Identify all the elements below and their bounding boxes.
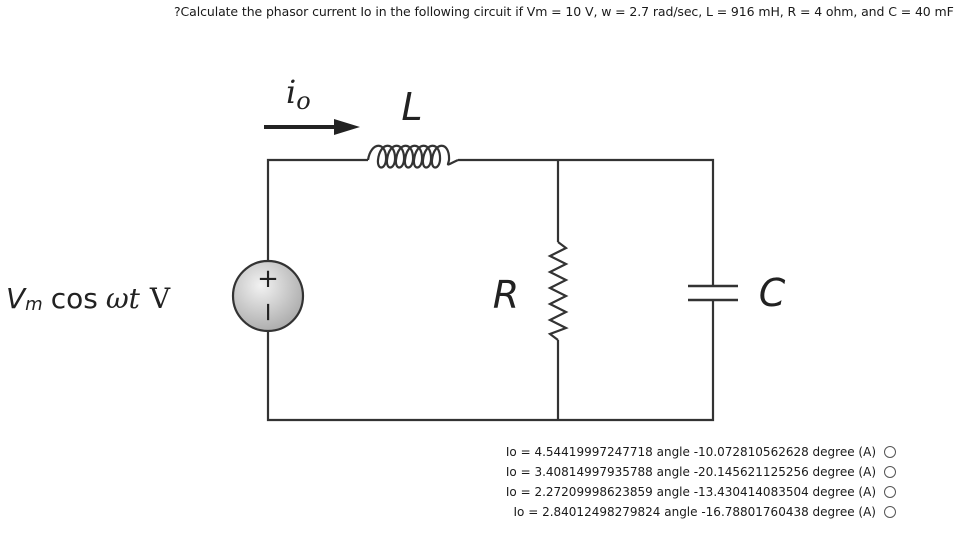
wire-top-right xyxy=(458,158,715,286)
answer-option-text: Io = 2.84012498279824 angle -16.78801760… xyxy=(513,505,876,519)
inductor-symbol xyxy=(366,144,459,169)
source-v-symbol: V xyxy=(6,282,27,315)
answer-option-1[interactable]: Io = 4.54419997247718 angle -10.07281056… xyxy=(376,442,896,462)
source-minus-sign: − xyxy=(253,301,283,323)
source-unit: V xyxy=(149,282,171,315)
question-text: ?Calculate the phasor current Io in the … xyxy=(174,4,954,19)
wire-top-left xyxy=(266,158,368,272)
capacitor-label: C xyxy=(759,271,786,315)
current-label: io xyxy=(286,73,311,115)
current-arrow-icon xyxy=(264,119,360,135)
source-m-subscript: m xyxy=(25,294,43,315)
answer-option-4[interactable]: Io = 2.84012498279824 angle -16.78801760… xyxy=(376,502,896,522)
circuit-wires xyxy=(266,158,715,422)
voltage-source-symbol xyxy=(231,259,305,333)
source-omega-t: ωt xyxy=(106,282,141,315)
radio-button[interactable] xyxy=(884,506,896,518)
wire-bottom xyxy=(266,300,715,422)
resistor-label: R xyxy=(493,273,519,317)
capacitor-symbol xyxy=(688,284,738,302)
answer-option-2[interactable]: Io = 3.40814997935788 angle -20.14562112… xyxy=(376,462,896,482)
answer-option-text: Io = 3.40814997935788 angle -20.14562112… xyxy=(505,465,876,479)
answer-option-text: Io = 4.54419997247718 angle -10.07281056… xyxy=(505,445,876,459)
current-subscript: o xyxy=(296,87,310,115)
answer-options: Io = 4.54419997247718 angle -10.07281056… xyxy=(376,442,896,522)
resistor-symbol xyxy=(547,241,569,341)
source-plus-sign: + xyxy=(257,264,279,294)
inductor-label: L xyxy=(401,85,422,129)
radio-button[interactable] xyxy=(884,486,896,498)
answer-option-text: Io = 2.27209998623859 angle -13.43041408… xyxy=(505,485,876,499)
radio-button[interactable] xyxy=(884,446,896,458)
source-cos: cos xyxy=(51,282,98,315)
answer-option-3[interactable]: Io = 2.27209998623859 angle -13.43041408… xyxy=(376,482,896,502)
radio-button[interactable] xyxy=(884,466,896,478)
